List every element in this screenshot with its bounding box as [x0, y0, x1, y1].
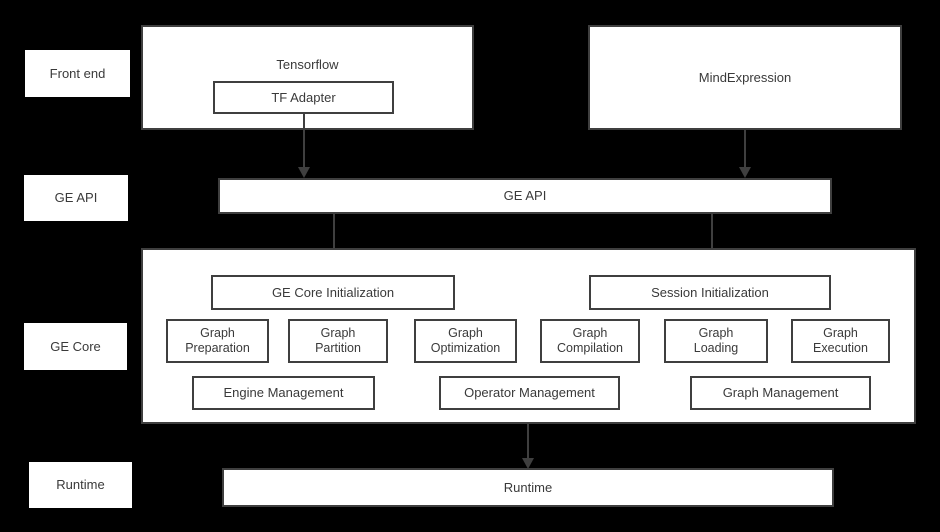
operator-management-node[interactable]: Operator Management: [439, 376, 620, 410]
tier-label-front-end: Front end: [25, 50, 130, 97]
graph-execution-node[interactable]: Graph Execution: [791, 319, 890, 363]
tf-adapter-node[interactable]: TF Adapter: [213, 81, 394, 114]
session-initialization-node[interactable]: Session Initialization: [589, 275, 831, 310]
engine-management-node[interactable]: Engine Management: [192, 376, 375, 410]
graph-partition-node[interactable]: Graph Partition: [288, 319, 388, 363]
ge-core-initialization-node[interactable]: GE Core Initialization: [211, 275, 455, 310]
graph-loading-node[interactable]: Graph Loading: [664, 319, 768, 363]
tier-label-ge-core: GE Core: [24, 323, 127, 370]
graph-compilation-node[interactable]: Graph Compilation: [540, 319, 640, 363]
ge-api-bar[interactable]: GE API: [218, 178, 832, 214]
runtime-bar[interactable]: Runtime: [222, 468, 834, 507]
graph-preparation-node[interactable]: Graph Preparation: [166, 319, 269, 363]
graph-optimization-node[interactable]: Graph Optimization: [414, 319, 517, 363]
mindexpression-container: MindExpression: [588, 25, 902, 130]
tensorflow-container: Tensorflow: [141, 25, 474, 130]
graph-management-node[interactable]: Graph Management: [690, 376, 871, 410]
tensorflow-title: Tensorflow: [276, 57, 339, 72]
tier-label-runtime: Runtime: [29, 462, 132, 508]
tier-label-ge-api: GE API: [24, 175, 128, 221]
